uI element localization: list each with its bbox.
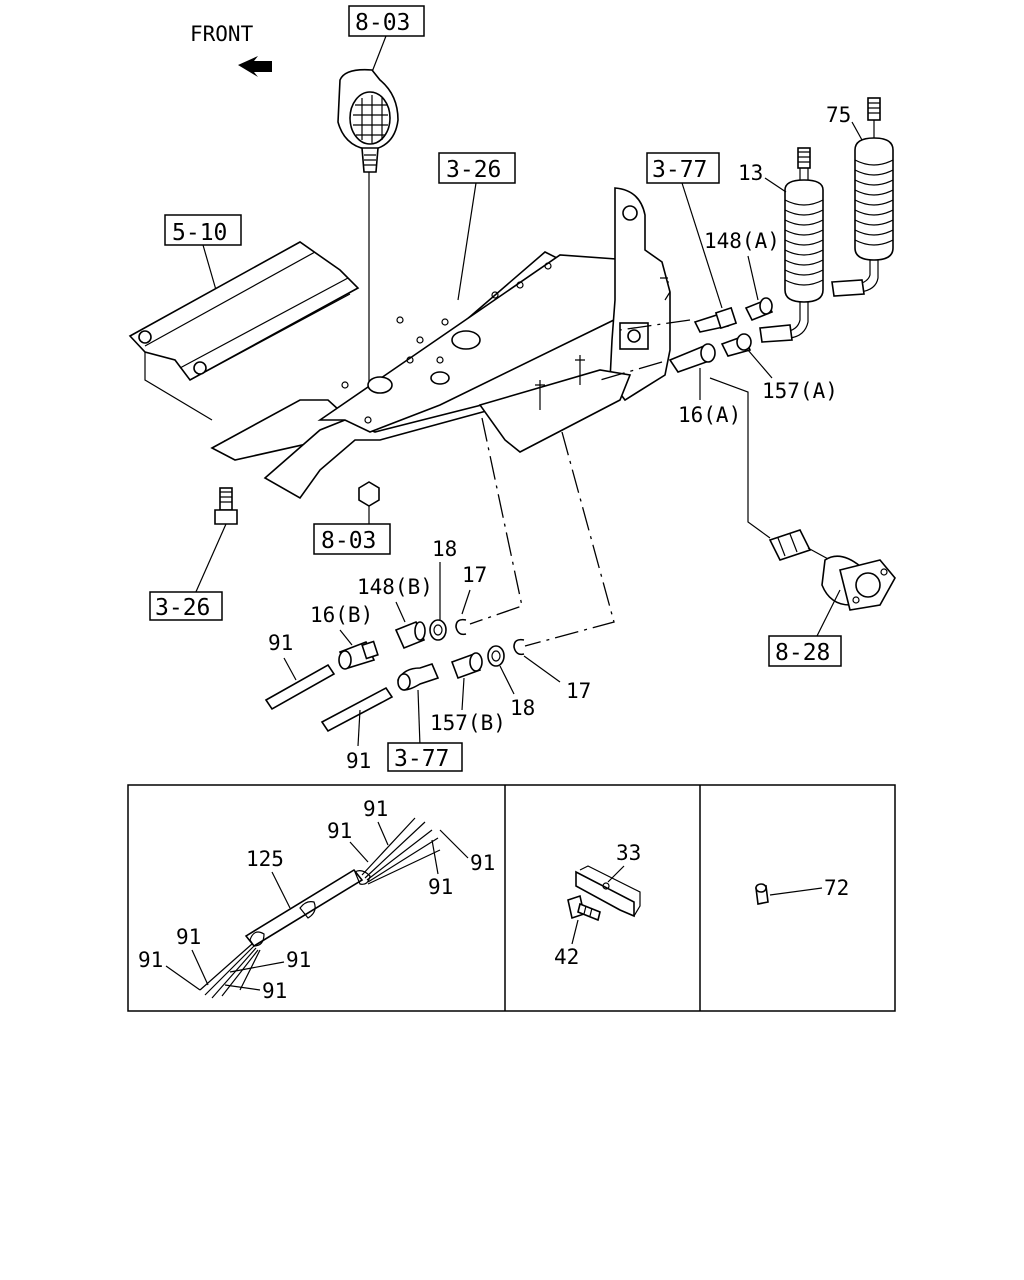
ref-box-3-26-top[interactable]: 3-26 — [438, 152, 516, 184]
label-157a: 157(A) — [762, 379, 838, 403]
label-91-h1: 91 — [363, 797, 388, 821]
label-75: 75 — [826, 103, 851, 127]
label-148b: 148(B) — [357, 575, 433, 599]
fitting-148a — [693, 297, 774, 333]
fitting-16b — [338, 640, 379, 670]
fitting-157b — [450, 652, 483, 680]
label-33: 33 — [616, 841, 641, 865]
label-91-h4: 91 — [428, 875, 453, 899]
ref-box-3-77-top[interactable]: 3-77 — [646, 152, 720, 184]
svg-text:3-77: 3-77 — [394, 746, 449, 772]
ref-box-8-28[interactable]: 8-28 — [768, 635, 842, 667]
front-label: FRONT — [190, 22, 254, 46]
label-91-h6: 91 — [138, 948, 163, 972]
label-13: 13 — [738, 161, 763, 185]
label-17-top: 17 — [462, 563, 487, 587]
label-91-b: 91 — [346, 749, 371, 773]
label-91-h5: 91 — [176, 925, 201, 949]
label-91-h2: 91 — [327, 819, 352, 843]
svg-text:3-26: 3-26 — [446, 157, 501, 183]
fitting-157a — [720, 333, 752, 357]
front-arrow-icon — [238, 56, 272, 77]
snap-ring-17-top — [455, 618, 467, 636]
fitting-148b — [394, 620, 426, 650]
svg-text:8-03: 8-03 — [321, 528, 376, 554]
label-91-h7: 91 — [286, 948, 311, 972]
mounting-bolt — [214, 487, 238, 525]
coiled-hose-13 — [759, 147, 824, 343]
label-17-bottom: 17 — [566, 679, 591, 703]
bracket-inset — [567, 865, 641, 922]
svg-text:8-03: 8-03 — [355, 10, 410, 36]
label-16a: 16(A) — [678, 403, 741, 427]
washer-18-top — [429, 619, 447, 641]
svg-text:5-10: 5-10 — [172, 220, 227, 246]
inset-frame — [127, 784, 896, 1012]
tube-91-b — [320, 686, 394, 733]
valve-bracket — [609, 187, 671, 402]
label-72: 72 — [824, 876, 849, 900]
elbow-fitting — [397, 663, 440, 691]
label-157b: 157(B) — [430, 711, 506, 735]
tube-91-a — [264, 663, 336, 711]
harness-inset — [199, 817, 441, 999]
ref-box-8-03-top[interactable]: 8-03 — [348, 5, 425, 37]
label-91-a: 91 — [268, 631, 293, 655]
floor-rail — [128, 241, 360, 455]
svg-text:8-28: 8-28 — [775, 640, 830, 666]
coiled-hose-75 — [831, 97, 894, 297]
svg-text:3-26: 3-26 — [155, 595, 210, 621]
label-91-h8: 91 — [262, 979, 287, 1003]
snap-ring-17-bottom — [513, 638, 525, 656]
label-148a: 148(A) — [704, 229, 780, 253]
grease-fitting — [755, 883, 769, 905]
ref-box-3-77-bottom[interactable]: 3-77 — [387, 742, 463, 772]
label-125: 125 — [246, 847, 284, 871]
label-16b: 16(B) — [310, 603, 373, 627]
nut — [358, 481, 380, 507]
ref-box-3-26-bottom[interactable]: 3-26 — [149, 591, 223, 621]
svg-text:3-77: 3-77 — [652, 157, 707, 183]
label-18-top: 18 — [432, 537, 457, 561]
ref-box-5-10[interactable]: 5-10 — [164, 214, 242, 246]
fitting-16a — [668, 343, 716, 373]
label-91-h3: 91 — [470, 851, 495, 875]
trailer-socket — [768, 529, 896, 611]
label-18-bottom: 18 — [510, 696, 535, 720]
ref-box-8-03-mid[interactable]: 8-03 — [313, 523, 391, 555]
washer-18-bottom — [487, 645, 505, 667]
label-42: 42 — [554, 945, 579, 969]
relay-connector — [337, 68, 399, 173]
